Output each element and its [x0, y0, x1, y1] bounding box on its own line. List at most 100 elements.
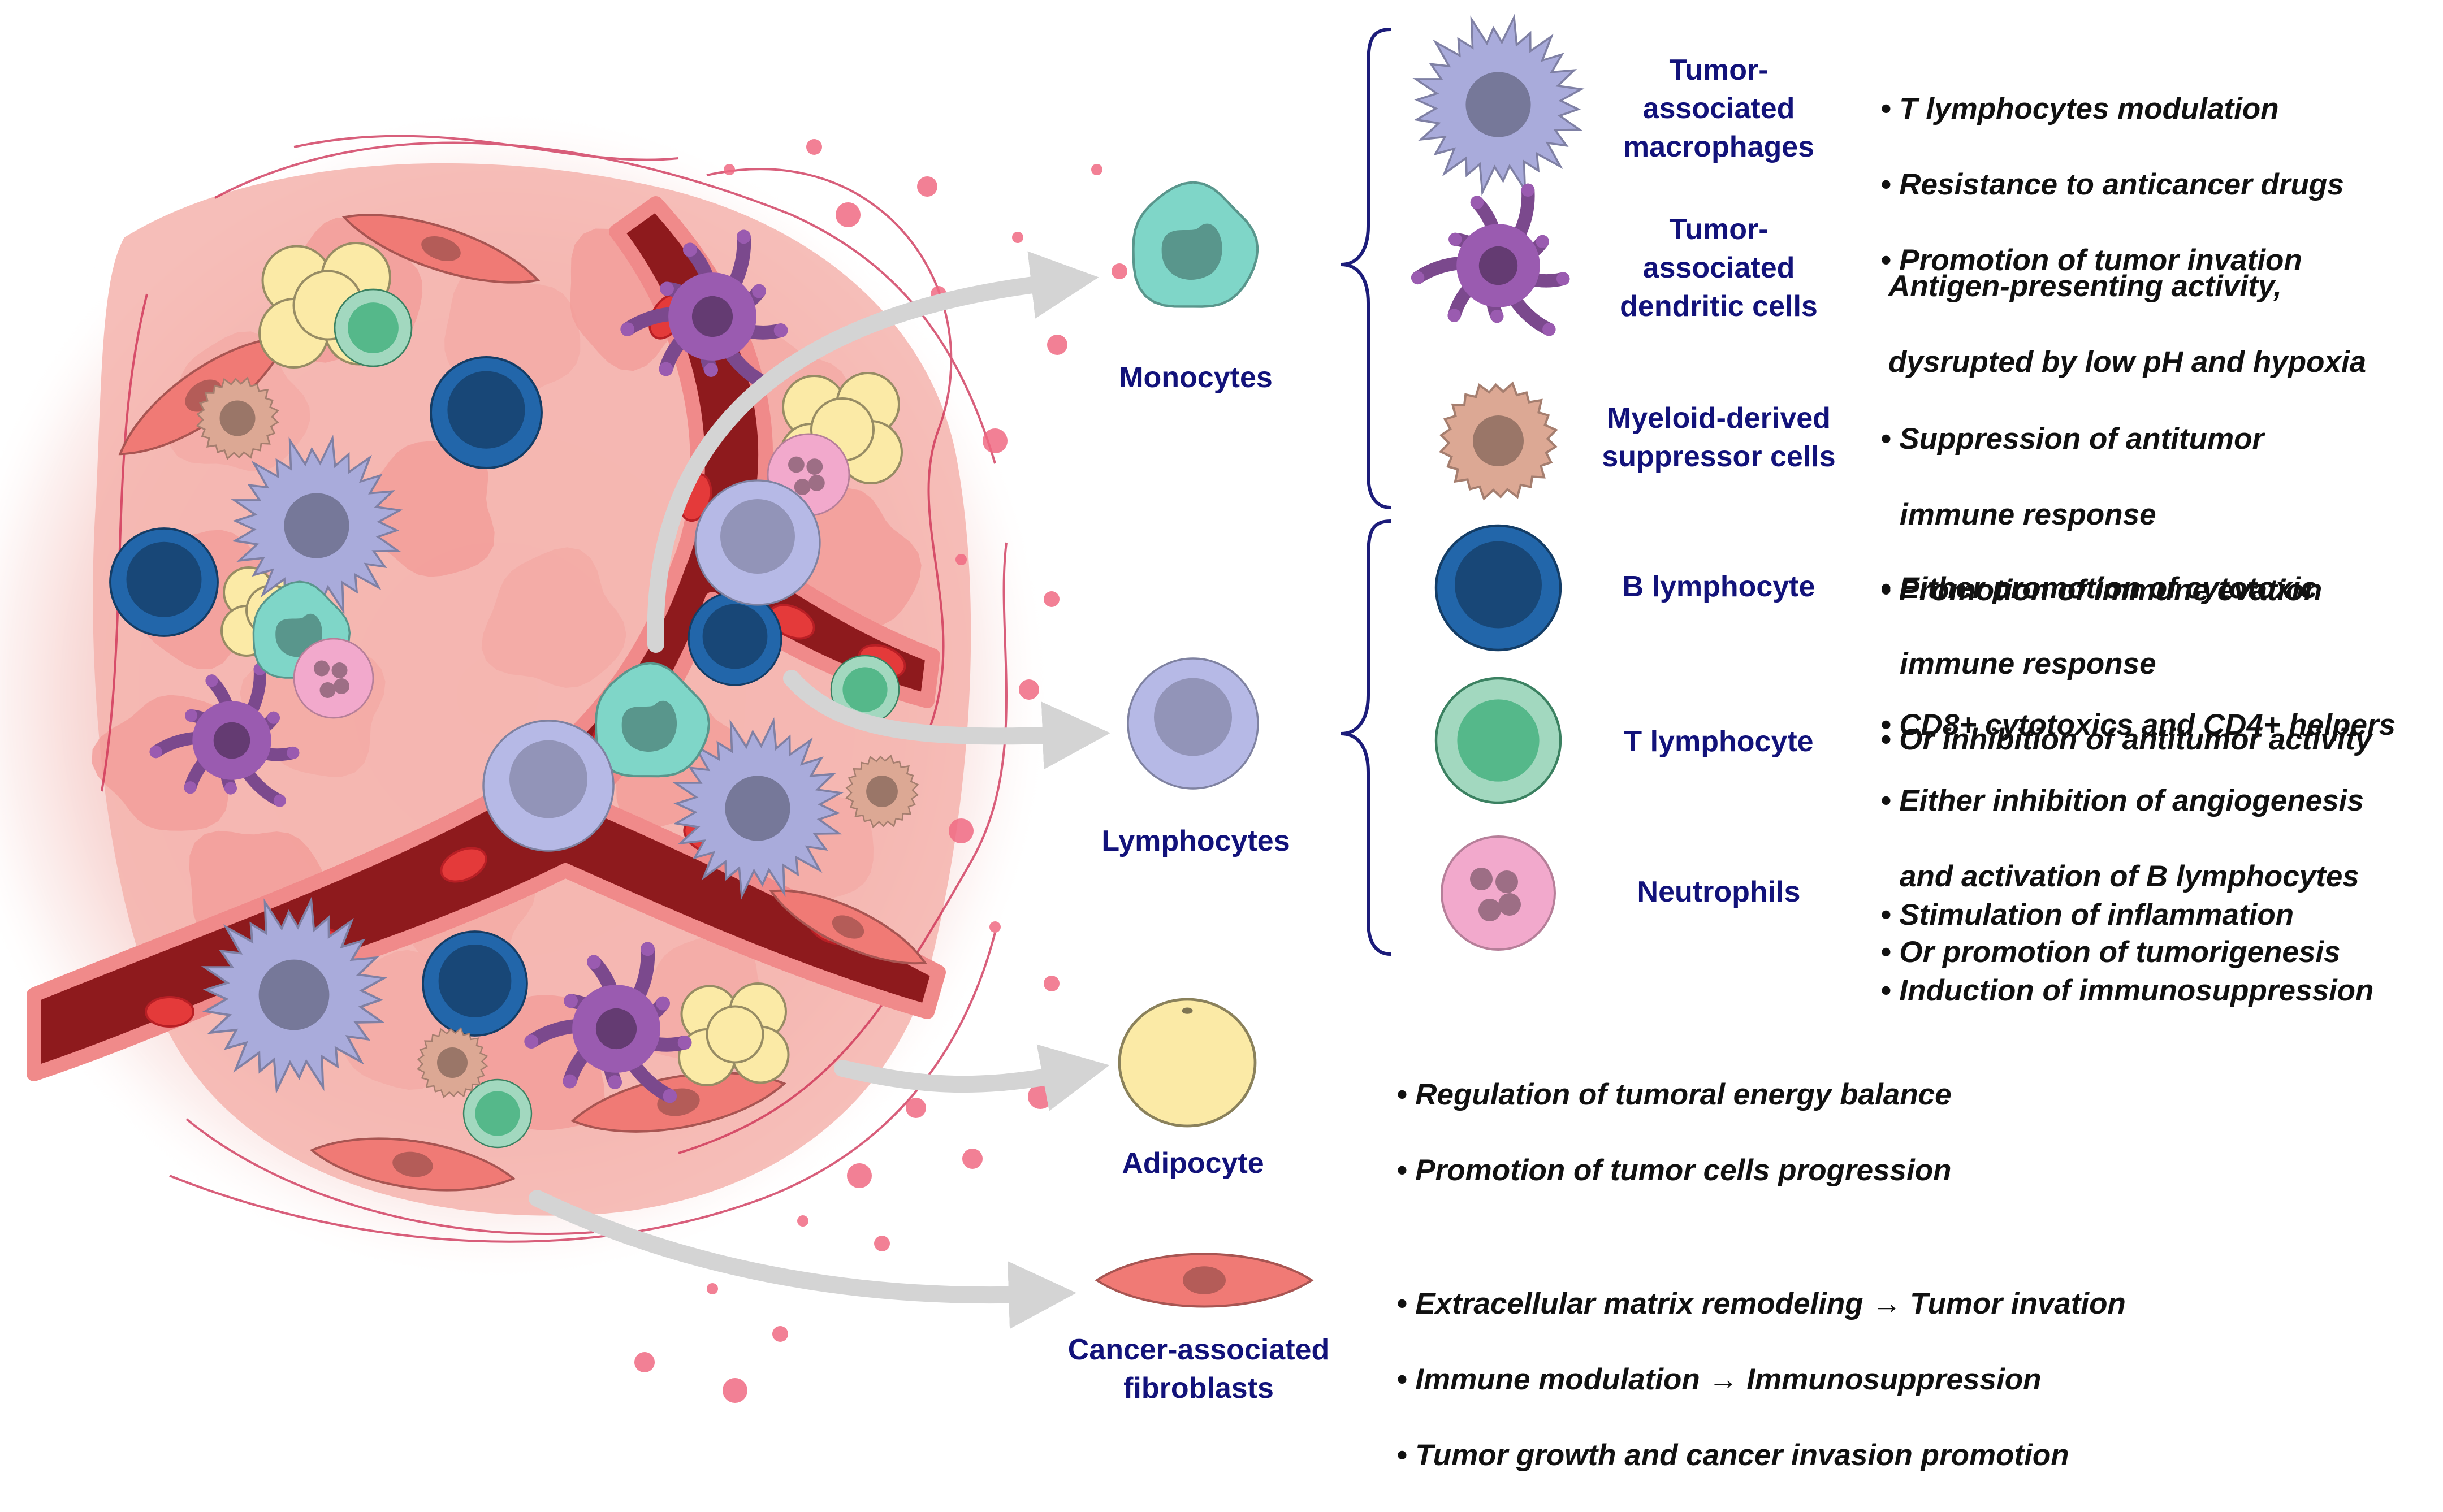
lymphocyte-cell	[1127, 657, 1259, 790]
macrophage-cell	[231, 434, 403, 618]
t-lymphocyte-cell	[1434, 677, 1562, 804]
mdsc-cell	[845, 754, 919, 829]
secreted-factor-dot	[847, 1163, 872, 1188]
fibroblast-cell	[769, 889, 927, 965]
description-line: immune response	[1900, 498, 2156, 531]
neutrophils-description: Stimulation of inflammation Induction of…	[1880, 858, 2373, 1047]
arrow-to-fibroblasts	[529, 1190, 1076, 1329]
tissue-cells	[109, 214, 927, 1192]
braces	[1341, 28, 1391, 956]
arrow-to-monocytes	[647, 251, 1099, 653]
mdsc-cell	[1439, 381, 1558, 501]
secreted-factor-dot	[983, 428, 1008, 453]
lymphocyte-cell	[694, 479, 821, 606]
description-line: Promotion of tumor cells progression	[1396, 1151, 1952, 1189]
description-line: Extracellular matrix remodeling → Tumor …	[1396, 1285, 2126, 1323]
description-line: T lymphocytes modulation	[1880, 90, 2344, 128]
secreted-factor-dot	[1044, 591, 1060, 607]
description-line: Either inhibition of angiogenesis	[1880, 782, 2396, 820]
arrows	[529, 251, 1110, 1329]
monocyte-cell	[594, 662, 711, 778]
mdsc-cell	[196, 376, 279, 460]
tissue-cell	[481, 547, 626, 688]
secreted-factor-dot	[1019, 679, 1039, 700]
adipocyte-cluster	[678, 982, 790, 1086]
description-line: Suppression of antitumor	[1880, 420, 2322, 458]
adipocyte-cell	[1118, 998, 1257, 1128]
secreted-factor-dot	[874, 1236, 890, 1251]
diagram-canvas	[0, 13, 1585, 1403]
description-line: dysrupted by low pH and hypoxia	[1888, 345, 2367, 379]
secreted-factor-dot	[707, 1283, 718, 1294]
secreted-factor-dot	[1044, 976, 1060, 991]
b-lymphocyte-cell	[1434, 524, 1562, 652]
monocytes-brace	[1341, 28, 1391, 509]
mdsc-cell	[417, 1026, 488, 1099]
t-lymphocyte-cell	[830, 655, 900, 725]
description-line: Regulation of tumoral energy balance	[1396, 1076, 1951, 1114]
description-line: Immune modulation → Immunosuppression	[1396, 1361, 2126, 1398]
b-lymphocyte-cell	[422, 930, 528, 1037]
macrophage-cell	[201, 896, 388, 1094]
monocyte-cell	[1132, 181, 1259, 308]
description-line: Antigen-presenting activity,	[1888, 270, 2282, 303]
description-line: Or promotion of tumorigenesis	[1880, 933, 2396, 971]
fibroblast-cell	[1095, 1253, 1314, 1308]
secreted-factor-dot	[797, 1215, 808, 1227]
secreted-factor-dot	[1091, 164, 1102, 175]
secreted-factor-dot	[906, 1098, 926, 1118]
dendritic-cell	[1411, 183, 1570, 336]
b-lymphocyte-cell	[430, 356, 543, 469]
description-line: Induction of immunosuppression	[1880, 972, 2373, 1010]
fibroblasts-description: Extracellular matrix remodeling → Tumor …	[1396, 1247, 2126, 1512]
b-lymphocyte-label: B lymphocyte	[1622, 570, 1815, 603]
arrow-to-adipocyte	[834, 1044, 1110, 1111]
t-lymphocyte-description: CD8+ cytotoxics and CD4+ helpers Either …	[1880, 668, 2396, 1009]
mdsc-label: Myeloid-derived suppressor cells	[1602, 402, 1836, 473]
fibroblasts-label: Cancer-associated fibroblasts	[1067, 1333, 1330, 1405]
b-lymphocyte-cell	[688, 591, 782, 686]
lymphocytes-label: Lymphocytes	[1101, 825, 1290, 857]
red-blood-cell	[145, 996, 194, 1028]
secreted-factor-dot	[836, 202, 861, 227]
fibroblast-cell	[341, 214, 541, 284]
macrophages-description: T lymphocytes modulation Resistance to a…	[1880, 52, 2344, 317]
secreted-factor-dot	[917, 176, 937, 197]
description-line: immune response	[1900, 647, 2156, 681]
collagen-fibers	[101, 135, 1008, 1243]
secreted-factor-dot	[634, 1352, 655, 1372]
dendritic-cells-description: Antigen-presenting activity, dysrupted b…	[1888, 229, 2366, 419]
t-lymphocyte-cell	[334, 288, 413, 367]
secreted-factor-dot	[723, 1378, 747, 1403]
tumor-microenvironment-diagram: Monocytes Lymphocytes Adipocyte Cancer-a…	[0, 0, 2443, 1425]
description-line: Stimulation of inflammation	[1880, 896, 2373, 934]
lymphocytes-brace	[1341, 519, 1391, 956]
macrophage-cell	[1412, 13, 1585, 197]
t-lymphocyte-cell	[462, 1078, 533, 1149]
macrophage-cell	[672, 717, 844, 900]
adipocyte-description: Regulation of tumoral energy balance Pro…	[1396, 1038, 1952, 1227]
neutrophils-label: Neutrophils	[1637, 876, 1801, 908]
dendritic-cell	[524, 942, 692, 1103]
secreted-factor-dot	[1012, 232, 1023, 243]
dendritic-cell	[149, 662, 300, 807]
fibroblast-cell	[309, 1137, 516, 1192]
dendritic-cells-label: Tumor- associated dendritic cells	[1620, 213, 1818, 323]
description-line: Tumor growth and cancer invasion promoti…	[1396, 1436, 2126, 1474]
t-lymphocyte-label: T lymphocyte	[1624, 725, 1814, 758]
description-line: Promotion of tumor invation	[1880, 241, 2344, 279]
description-line: Either promotion of cytotoxic	[1880, 569, 2372, 607]
macrophages-label: Tumor- associated macrophages	[1623, 54, 1815, 163]
cell-type-icons	[1095, 13, 1585, 1308]
description-line: and activation of B lymphocytes	[1900, 860, 2359, 893]
monocytes-label: Monocytes	[1119, 361, 1273, 394]
secreted-factor-dot	[1047, 335, 1067, 355]
secreted-factor-dot	[772, 1326, 788, 1342]
secreted-factor-dot	[989, 921, 1001, 933]
secreted-factor-dot	[1112, 263, 1127, 279]
secreted-factor-dot	[806, 139, 822, 155]
secreted-factor-dot	[949, 818, 974, 843]
red-blood-cell	[440, 847, 487, 883]
neutrophil-cell	[293, 638, 374, 719]
secreted-factor-dot	[724, 164, 735, 175]
